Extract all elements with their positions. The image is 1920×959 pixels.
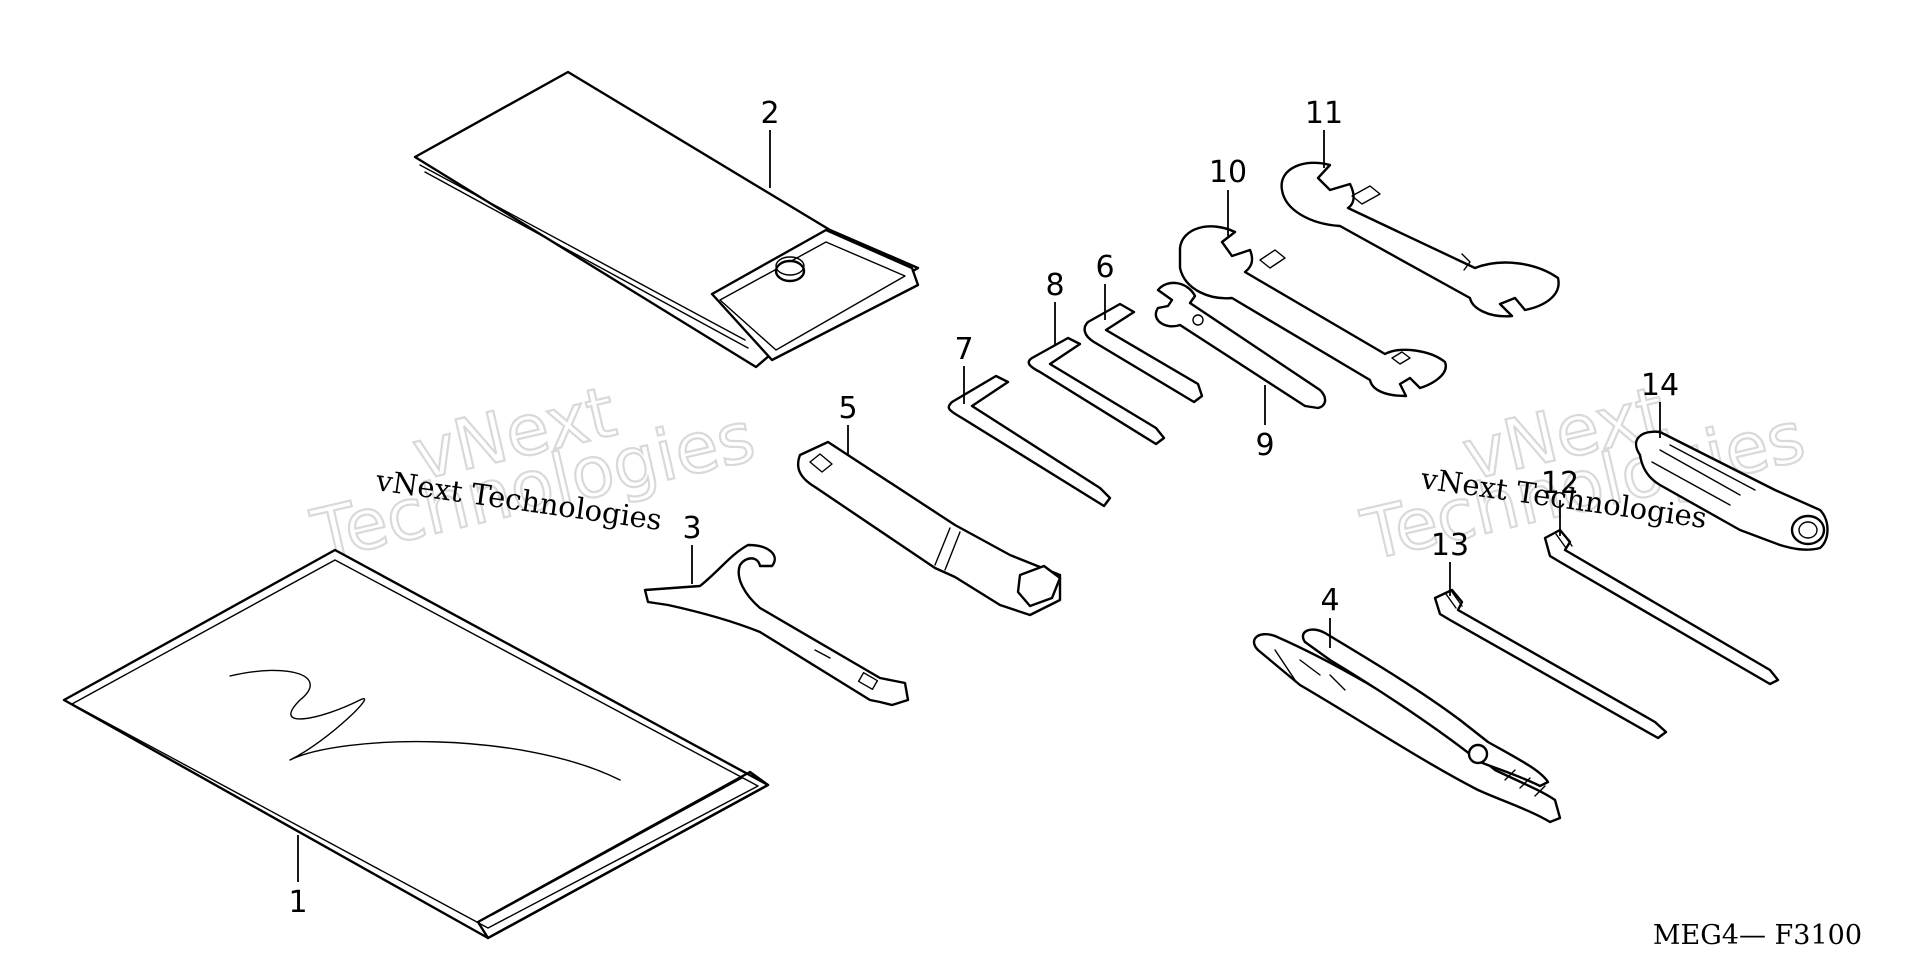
diagram-code: MEG4— F3100 xyxy=(1653,920,1862,951)
callout-3[interactable]: 3 xyxy=(682,511,701,546)
part-2-tool-bag[interactable] xyxy=(413,70,920,369)
callout-5[interactable]: 5 xyxy=(838,391,857,426)
callout-8[interactable]: 8 xyxy=(1045,268,1064,303)
part-10-open-wrench[interactable] xyxy=(1178,225,1447,398)
part-1-manual-pouch[interactable] xyxy=(62,548,770,940)
callout-10[interactable]: 10 xyxy=(1209,155,1247,190)
callout-7[interactable]: 7 xyxy=(954,332,973,367)
callout-11[interactable]: 11 xyxy=(1305,96,1343,131)
leader-lines xyxy=(297,130,1661,882)
callout-14[interactable]: 14 xyxy=(1641,368,1679,403)
callout-labels: 1 2 3 4 5 6 7 8 9 10 11 12 13 14 xyxy=(288,96,1679,920)
part-12-screwdriver-phillips[interactable] xyxy=(1543,528,1780,686)
part-7-hex-key[interactable] xyxy=(947,374,1112,508)
callout-1[interactable]: 1 xyxy=(288,885,307,920)
part-6-hex-key[interactable] xyxy=(1083,302,1204,404)
callout-13[interactable]: 13 xyxy=(1431,528,1469,563)
callout-2[interactable]: 2 xyxy=(760,96,779,131)
callout-12[interactable]: 12 xyxy=(1541,466,1579,501)
part-11-open-wrench[interactable] xyxy=(1280,161,1560,318)
part-3-pin-spanner[interactable] xyxy=(643,543,910,707)
part-4-pliers[interactable] xyxy=(1252,628,1562,824)
callout-6[interactable]: 6 xyxy=(1095,250,1114,285)
part-13-screwdriver-flat[interactable] xyxy=(1433,588,1668,740)
callout-9[interactable]: 9 xyxy=(1255,428,1274,463)
callout-4[interactable]: 4 xyxy=(1320,583,1339,618)
part-14-screwdriver-handle[interactable] xyxy=(1634,430,1829,551)
part-5-box-wrench[interactable] xyxy=(796,440,1062,617)
part-8-hex-key[interactable] xyxy=(1027,336,1166,446)
part-9-flat-wrench[interactable] xyxy=(1154,281,1327,410)
